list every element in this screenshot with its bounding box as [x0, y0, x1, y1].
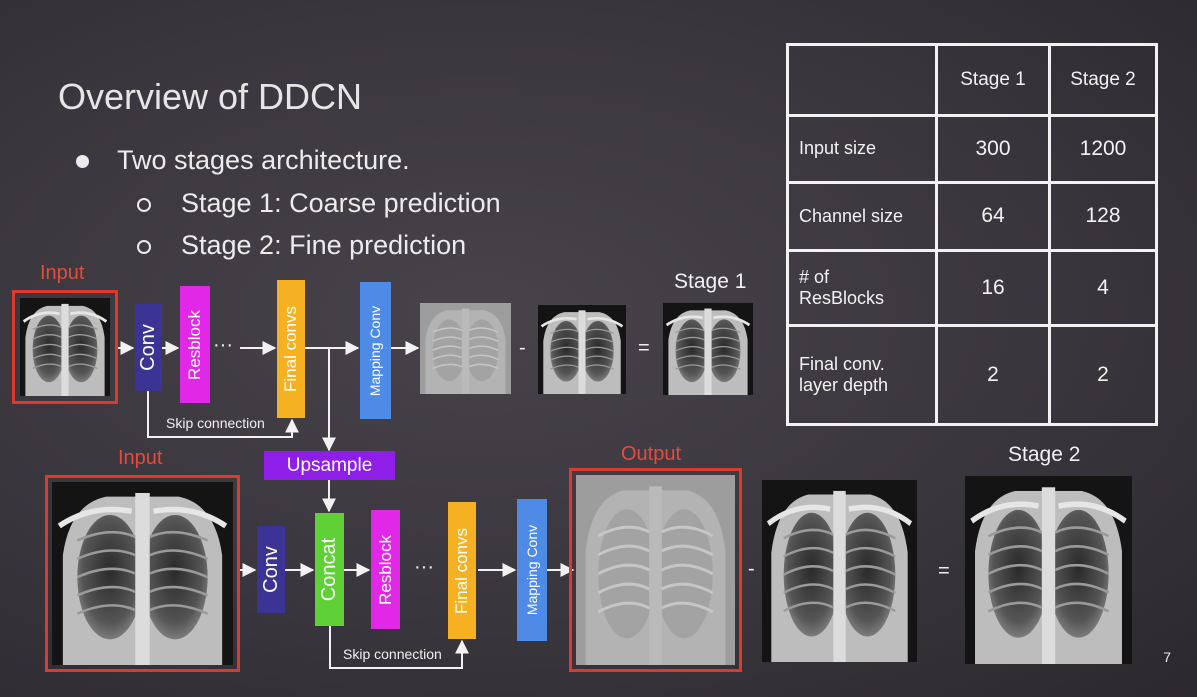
stage2-output-image [965, 476, 1132, 664]
table-cell: 16 [935, 248, 1051, 328]
table-header-cell [786, 43, 938, 117]
table-row: Channel size 64 128 [786, 181, 1158, 252]
table-row-label: Channel size [786, 181, 938, 252]
table-cell: 300 [935, 113, 1051, 185]
stage-comparison-table: Stage 1 Stage 2 Input size 300 1200 Chan… [786, 43, 1158, 426]
stage1-minus-sign: - [519, 337, 526, 359]
table-cell: 2 [935, 324, 1051, 426]
table-header-cell: Stage 2 [1048, 43, 1158, 117]
stage2-residual-image [576, 475, 735, 665]
stage2-output-stage-label: Stage 2 [1008, 443, 1081, 466]
stage2-input-frame [45, 475, 240, 672]
stage2-resblock-block: Resblock [371, 510, 400, 629]
table-cell: 128 [1048, 181, 1158, 252]
page-number: 7 [1163, 649, 1171, 665]
stage1-final-convs-block: Final convs [277, 280, 305, 418]
stage1-input-label: Input [40, 262, 85, 284]
stage1-resblock-block: Resblock [180, 286, 210, 403]
table-cell: 1200 [1048, 113, 1158, 185]
bullet-ring-icon [137, 197, 151, 212]
stage2-skip-connection-label: Skip connection [343, 646, 442, 662]
stage1-skip-connection-label: Skip connection [166, 415, 265, 431]
stage1-input-xray-image [20, 298, 110, 396]
stage2-conv-block: Conv [257, 526, 285, 613]
table-row-label: Final conv. layer depth [786, 324, 938, 426]
table-header-row: Stage 1 Stage 2 [786, 43, 1158, 117]
stage1-output-label: Stage 1 [674, 270, 747, 293]
bullet-main-text: Two stages architecture. [117, 145, 410, 175]
table-cell: 2 [1048, 324, 1158, 426]
stage2-output-frame [569, 468, 742, 672]
stage1-mapping-conv-block: Mapping Conv [360, 282, 391, 419]
stage1-equals-sign: = [638, 337, 650, 359]
table-cell: 4 [1048, 248, 1158, 328]
stage2-final-convs-block: Final convs [448, 502, 476, 639]
stage2-mapping-conv-block: Mapping Conv [517, 499, 547, 641]
bullet-ring-icon [137, 239, 151, 254]
bullet-main: Two stages architecture. [76, 145, 410, 176]
stage1-input-frame [12, 290, 118, 404]
table-row: Input size 300 1200 [786, 113, 1158, 185]
stage1-residual-image [420, 303, 511, 394]
bullet-dot-icon [76, 155, 89, 169]
stage2-equals-sign: = [938, 560, 950, 582]
bullet-sub2-text: Stage 2: Fine prediction [181, 230, 467, 260]
bullet-sub2: Stage 2: Fine prediction [137, 230, 466, 261]
stage2-minus-sign: - [748, 558, 755, 580]
stage2-input-copy-image [762, 480, 917, 662]
stage1-output-image [663, 303, 753, 395]
table-row-label: # of ResBlocks [786, 248, 938, 328]
stage1-ellipsis: ··· [213, 334, 233, 356]
upsample-block: Upsample [264, 451, 395, 480]
table-header-cell: Stage 1 [935, 43, 1051, 117]
stage1-input-copy-image [538, 305, 626, 394]
stage2-ellipsis: ··· [414, 556, 434, 578]
table-cell: 64 [935, 181, 1051, 252]
bullet-sub1: Stage 1: Coarse prediction [137, 188, 501, 219]
bullet-sub1-text: Stage 1: Coarse prediction [181, 188, 501, 218]
table-row-label: Input size [786, 113, 938, 185]
stage2-output-label: Output [621, 443, 682, 465]
stage2-concat-block: Concat [315, 513, 344, 626]
table-row: Final conv. layer depth 2 2 [786, 324, 1158, 426]
stage2-input-xray-image [52, 482, 233, 665]
stage2-input-label: Input [118, 447, 163, 469]
slide-title: Overview of DDCN [58, 76, 363, 117]
table-row: # of ResBlocks 16 4 [786, 248, 1158, 328]
stage1-conv-block: Conv [135, 304, 162, 391]
